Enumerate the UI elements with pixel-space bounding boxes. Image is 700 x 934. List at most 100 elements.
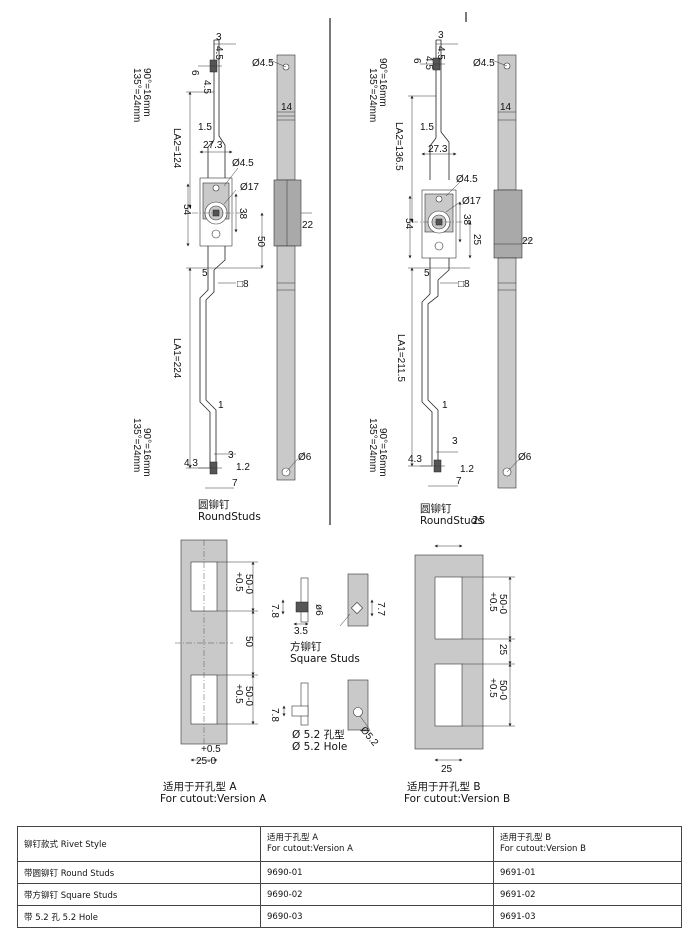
right-latch-hole-bottom [434,241,444,251]
square-stud-plate [300,577,309,623]
right-side-bar: Ø4.5 14 22 Ø6 [473,54,534,489]
square-stud-side-pin [350,601,364,615]
left-rod-outline [199,39,226,468]
left-side-bar: Ø4.5 14 22 Ø6 [252,54,314,481]
technical-drawing: 3 4.5 6 4.5 90°=16mm 135°=24mm 1.5 27.3 … [131,12,534,805]
header-version-b-en: For cutout:Version B [500,844,586,854]
table-row: 带 5.2 孔 5.2 Hole 9690-03 9691-03 [17,905,682,928]
left-dim-15: 1.5 [198,122,212,133]
left-leader-d45 [223,167,239,187]
left-dim-top-6: 6 [189,70,200,76]
left-bar-bottom [276,245,296,481]
right-dim-38: 38 [461,214,472,226]
square-stud-78: 7.8 [269,604,280,618]
left-dim-sq8: □8 [237,279,249,290]
right-bar-bottom [497,257,517,489]
right-dim-90-bot: 90°=16mm [377,428,388,477]
right-dim-12: 1.2 [460,464,474,475]
header-version-a-cn: 适用于孔型 A [267,833,319,843]
left-dim-50: 50 [255,236,266,248]
header-version-b: 适用于孔型 B For cutout:Version B [493,826,682,862]
left-dim-top-45: 4.5 [213,46,224,60]
table-row: 带圆铆钉 Round Studs 9690-01 9691-01 [17,861,682,884]
right-dim-sq8: □8 [458,279,470,290]
row-version-b: 9691-02 [493,883,682,906]
right-dim-5: 5 [424,268,430,279]
right-leader-d45 [445,181,461,197]
row-version-b: 9691-01 [493,861,682,884]
hole-d52: Ø5.2 [358,725,381,749]
square-stud-77: 7.7 [375,602,386,616]
left-caption-en: RoundStuds [198,511,261,523]
right-dim-bot-3: 3 [452,436,458,447]
left-dim-38: 38 [237,208,248,220]
right-dim-top-45b: 4.5 [423,56,434,70]
left-dim-top-45b: 4.5 [201,80,212,94]
row-version-a: 9690-02 [260,883,494,906]
cutout-b-slot-top [434,576,463,640]
left-dim-5: 5 [202,268,208,279]
right-latch-hole-top [435,195,443,203]
left-dim-bot-3: 3 [228,450,234,461]
cutout-b-caption-en: For cutout:Version B [404,793,510,805]
square-studs-en: Square Studs [290,653,360,665]
row-style: 带圆铆钉 Round Studs [17,861,261,884]
left-dim-54: 54 [181,204,192,216]
right-dim-top-6: 6 [411,58,422,64]
cutout-a-tol-3: +0.5 [201,744,221,755]
cutout-b-dim-25-bot: 25 [441,764,453,775]
row-version-a: 9690-03 [260,905,494,928]
hole-cn: Ø 5.2 孔型 [292,728,345,741]
cutout-a-caption-en: For cutout:Version A [160,793,267,805]
cutout-b: 25 +0.5 50-0 25 +0.5 50-0 [414,544,515,775]
right-dim-135-top: 135°=24mm [367,68,378,122]
left-dim-top-3: 3 [216,32,222,43]
row-style: 带 5.2 孔 5.2 Hole [17,905,261,928]
rivet-style-table: 铆钉款式 Rivet Style 适用于孔型 A For cutout:Vers… [17,826,682,928]
right-bar-block [493,189,523,259]
left-dim-12: 1.2 [236,462,250,473]
left-bar-d6: Ø6 [298,452,312,463]
cutout-a-caption-cn: 适用于开孔型 A [163,780,237,793]
header-version-a-en: For cutout:Version A [267,844,353,854]
left-dim-d45: Ø4.5 [232,158,254,169]
left-dim-43: 4.3 [184,458,198,469]
right-dim-d17: Ø17 [462,196,481,207]
left-dim-la2: LA2=124 [171,128,182,169]
left-dim-273: 27.3 [203,140,223,151]
left-dim-135-top: 135°=24mm [131,68,142,122]
left-bar-top [276,54,296,181]
cutout-b-caption-cn: 适用于开孔型 B [407,780,481,793]
right-caption-cn: 圆铆钉 [420,502,452,515]
right-bar-d45: Ø4.5 [473,58,495,69]
row-style: 带方铆钉 Square Studs [17,883,261,906]
right-leader-d17 [445,201,461,213]
cutout-a-dim-2: 50-0 [243,686,254,706]
square-stud-side-leader [339,613,351,627]
square-studs-detail: 7.8 ø6 3.5 7.7 [269,573,386,637]
right-dim-25: 25 [471,234,482,246]
table-row: 带方铆钉 Square Studs 9690-02 9691-02 [17,883,682,906]
left-leader-d17 [223,189,237,205]
hole-dim-78: 7.8 [269,708,280,722]
left-dim-90-top: 90°=16mm [141,68,152,117]
left-latch-hole-top [212,184,220,192]
right-dim-top-3: 3 [438,30,444,41]
right-bar-leader-bottom [506,451,527,473]
left-dim-d17: Ø17 [240,182,259,193]
hole-en: Ø 5.2 Hole [292,741,347,753]
right-bar-d6: Ø6 [518,452,532,463]
left-caption-cn: 圆铆钉 [198,498,230,511]
right-dim-top-45: 4.5 [435,46,446,60]
left-dim-7: 7 [232,478,238,489]
cutout-a-dim-50: 50 [243,636,254,648]
right-caption-en: RoundStuds [420,515,483,527]
right-caption-extra: 25 [472,515,485,527]
right-dim-la2: LA2=136.5 [393,122,404,171]
left-bar-leader-bottom [285,451,305,473]
right-dim-273: 27.3 [428,144,448,155]
left-dim-1: 1 [218,400,224,411]
header-version-b-cn: 适用于孔型 B [500,833,552,843]
cutout-b-tol-1: +0.5 [487,592,498,612]
header-rivet-style: 铆钉款式 Rivet Style [17,826,261,862]
